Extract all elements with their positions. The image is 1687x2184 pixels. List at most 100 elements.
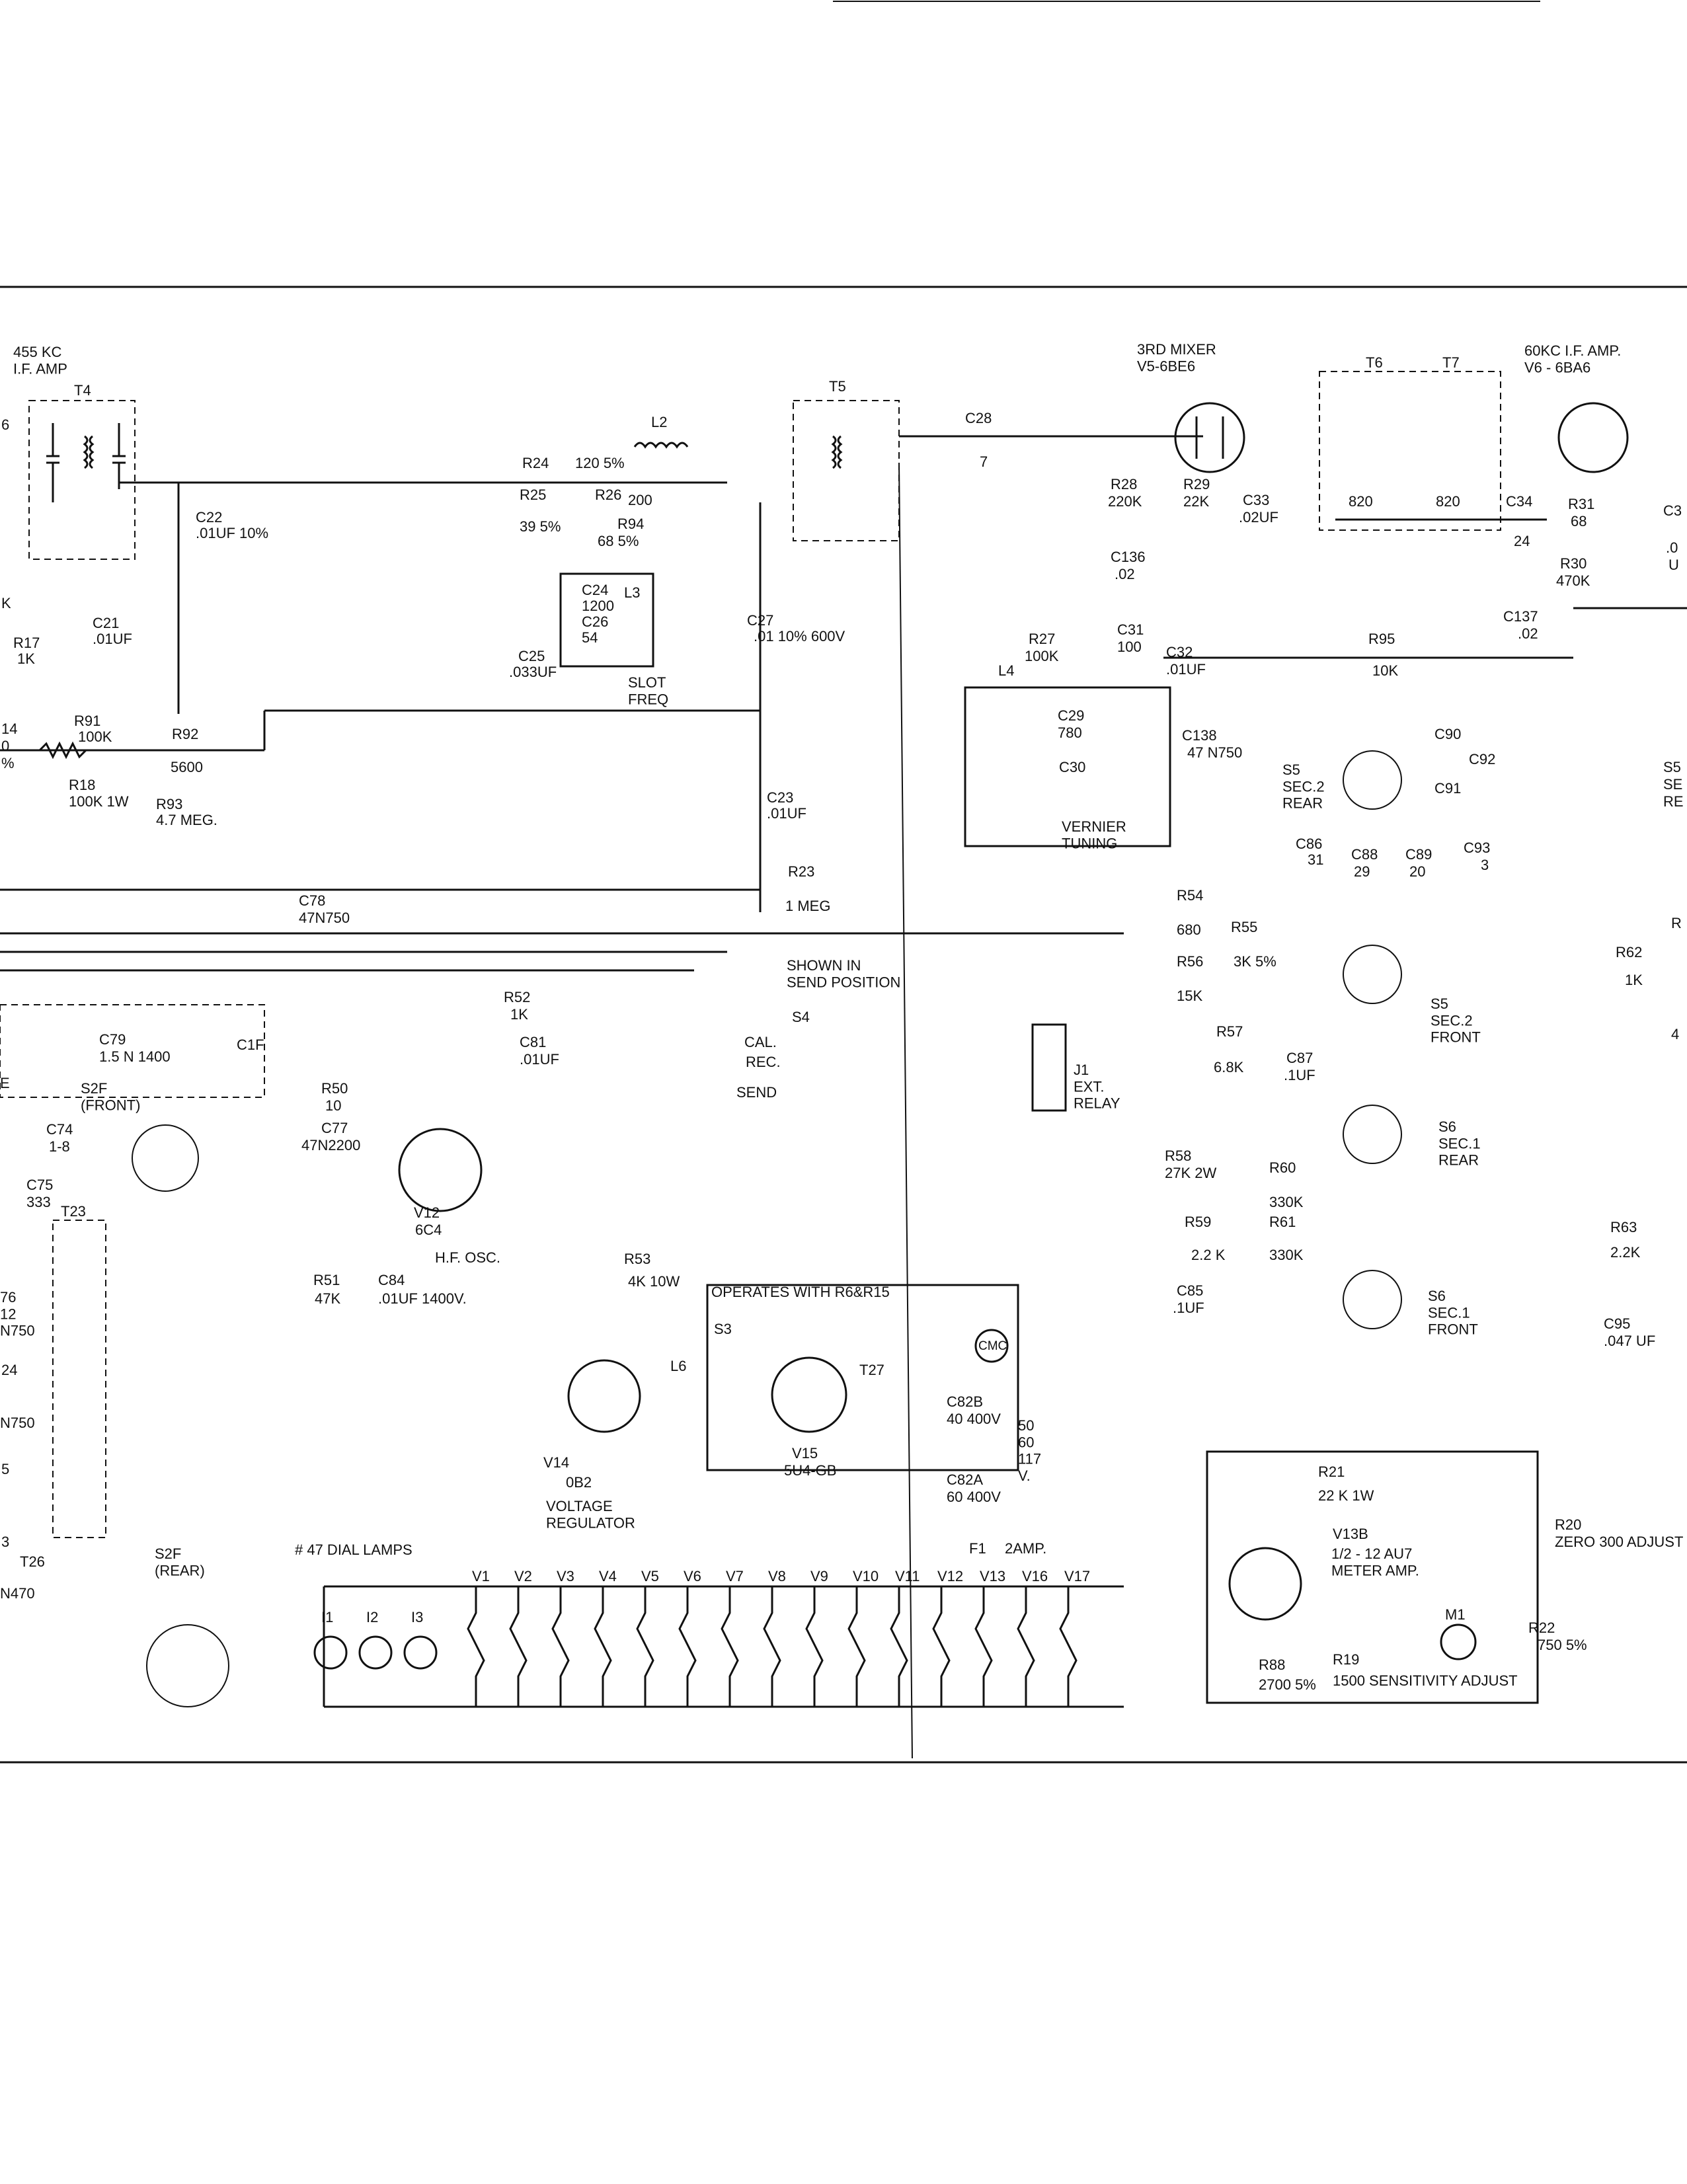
tube-filament-label: V3 <box>557 1568 574 1584</box>
r55-ref: R55 <box>1231 919 1257 935</box>
c75-value: 333 <box>26 1194 51 1210</box>
c28-value: 7 <box>980 453 988 470</box>
c81-value: .01UF <box>520 1051 559 1068</box>
r27-ref: R27 <box>1029 631 1055 647</box>
t6-cap: 820 <box>1349 493 1373 510</box>
c89-value: 20 <box>1409 863 1425 880</box>
r58-value: 27K 2W <box>1165 1165 1216 1181</box>
c74-ref: C74 <box>46 1121 73 1138</box>
left-fragment-0: 0 <box>1 738 9 754</box>
right-fragment-re: RE <box>1663 793 1684 810</box>
c86-ref: C86 <box>1296 836 1322 852</box>
c26-value: 54 <box>582 629 598 646</box>
c21-value: .01UF <box>93 631 132 647</box>
t7-cap: 820 <box>1436 493 1460 510</box>
r54-ref: R54 <box>1177 887 1203 904</box>
r91-value: 100K <box>78 728 112 745</box>
c83-ref: C82B <box>947 1393 983 1410</box>
r29-value: 22K <box>1183 493 1209 510</box>
c93-value: 3 <box>1481 857 1489 873</box>
r28-value: 220K <box>1108 493 1142 510</box>
c85-value: .1UF <box>1173 1300 1204 1316</box>
meter-box <box>1206 1450 1539 1704</box>
dial-lamps-label: # 47 DIAL LAMPS <box>295 1541 412 1558</box>
c137-value: .02 <box>1518 625 1538 642</box>
fuse-rating: 2AMP. <box>1005 1540 1046 1557</box>
l3-label: L3 <box>624 584 640 601</box>
r56-value: 15K <box>1177 988 1202 1004</box>
c87-ref: C87 <box>1286 1050 1313 1066</box>
c138-ref: C138 <box>1182 727 1217 744</box>
dial-lamp-label: I2 <box>366 1609 378 1625</box>
l2-coil <box>633 442 689 449</box>
tube-filament-label: V6 <box>684 1568 701 1584</box>
r19-ref: R19 <box>1333 1651 1359 1668</box>
slot-network: L2 R24 120 5% R25 39 5% R26 200 R94 68 5… <box>509 414 689 707</box>
v14-ref: V14 <box>543 1454 569 1471</box>
r25-value: 39 5% <box>520 518 561 535</box>
s2f-front-label: S2F(FRONT) <box>81 1080 140 1113</box>
t6-t7-can <box>1319 371 1501 531</box>
dial-lamp-i1 <box>313 1635 348 1670</box>
t4-label: T4 <box>74 382 91 399</box>
s3-label: S3 <box>714 1321 732 1337</box>
rec-label: REC. <box>746 1054 781 1070</box>
t27-label: T27 <box>859 1362 884 1378</box>
c92-ref: C92 <box>1469 751 1495 767</box>
cmc-motor <box>974 1329 1009 1363</box>
c23-ref: C23 <box>767 789 793 806</box>
c25-ref: C25 <box>518 648 545 664</box>
v12-ref: V12 <box>414 1204 440 1221</box>
c1f-ref: C1F <box>237 1036 264 1053</box>
r52-value: 1K <box>510 1006 528 1023</box>
tube-filament-label: V12 <box>937 1568 963 1584</box>
tube-filament-v17 <box>1059 1586 1078 1707</box>
r22-ref: R22 <box>1528 1619 1555 1636</box>
r59-value: 2.2 K <box>1191 1247 1226 1263</box>
right-fragment-se: SE <box>1663 776 1682 793</box>
tube-filament-label: V1 <box>472 1568 490 1584</box>
c21-ref: C21 <box>93 615 119 631</box>
tube-filament-label: V7 <box>726 1568 744 1584</box>
r24-value: 120 5% <box>575 455 625 471</box>
t5-stage: T5 C28 7 C27 .01 10% 600V C23 .01UF R23 … <box>747 378 1203 914</box>
hf-osc-stage: C78 47N750 E C79 1.5 N 1400 C1F R52 1K C… <box>0 888 1124 1707</box>
r59-ref: R59 <box>1185 1214 1211 1230</box>
r17-ref: R17 <box>13 635 40 651</box>
left-fragment-pct: % <box>1 755 15 771</box>
c28-ref: C28 <box>965 410 992 426</box>
s2f-front-dash <box>0 1004 265 1098</box>
cmc-label: CMC <box>978 1339 1007 1353</box>
r91-ref: R91 <box>74 713 100 729</box>
c30-ref: C30 <box>1059 759 1085 775</box>
r20-ref: R20 <box>1555 1516 1581 1533</box>
s5-rear-wafer <box>1343 750 1402 810</box>
r30-value: 470K <box>1556 572 1590 589</box>
r26-ref: R26 <box>595 487 621 503</box>
c79-value: 1.5 N 1400 <box>99 1048 171 1065</box>
r21-ref: R21 <box>1318 1463 1345 1480</box>
c84-value: 60 400V <box>947 1489 1001 1505</box>
r20-value: ZERO 300 ADJUST <box>1555 1534 1683 1550</box>
r62-ref: R62 <box>1616 944 1642 960</box>
slot-trap-box <box>559 572 654 668</box>
tube-filament-v8 <box>763 1586 781 1707</box>
operates-with-label: OPERATES WITH R6&R15 <box>711 1284 890 1300</box>
c25-value: .033UF <box>509 664 557 680</box>
s2f-rear-wafer <box>146 1624 229 1707</box>
tube-filament-label: V2 <box>514 1568 532 1584</box>
r53-value: 4K 10W <box>628 1273 680 1290</box>
s2f-rear-label: S2F(REAR) <box>155 1545 205 1579</box>
left-fragment-14: 14 <box>1 721 17 737</box>
r27-value: 100K <box>1025 648 1059 664</box>
r93-value: 4.7 MEG. <box>156 812 217 828</box>
left-fragment-6: 6 <box>1 416 9 433</box>
t4-coils <box>46 423 126 502</box>
